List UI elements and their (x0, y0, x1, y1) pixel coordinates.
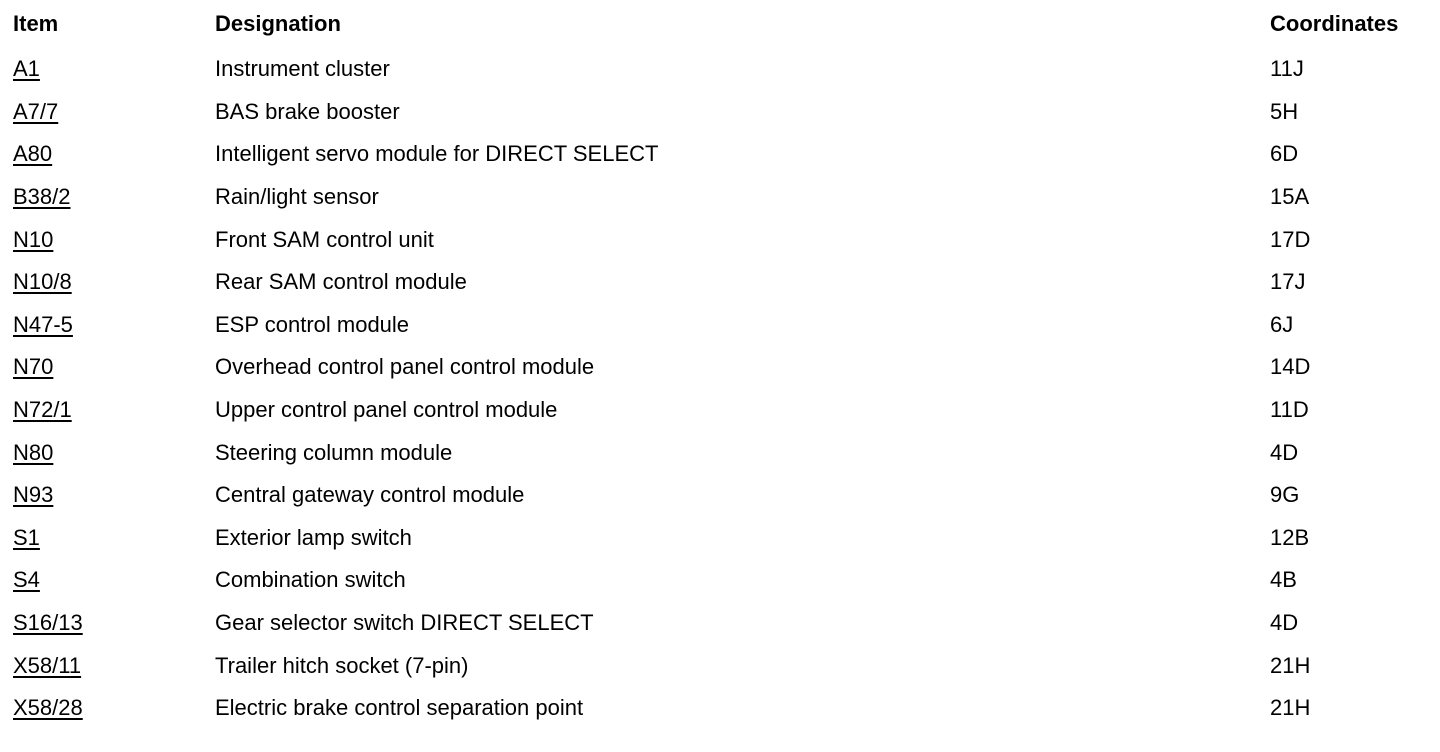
table-row: B38/2 Rain/light sensor 15A (0, 176, 1440, 219)
table-row: S16/13 Gear selector switch DIRECT SELECT… (0, 602, 1440, 645)
designation-cell: ESP control module (215, 311, 410, 337)
designation-cell: Instrument cluster (215, 56, 390, 82)
designation-cell: Trailer hitch socket (7-pin) (215, 652, 469, 678)
designation-cell: Central gateway control module (215, 482, 525, 508)
item-cell: A7/7 (0, 91, 215, 134)
item-cell: N70 (0, 346, 215, 389)
header-item: Item (13, 11, 59, 36)
item-cell: N72/1 (0, 389, 215, 432)
designation-cell: Steering column module (215, 439, 453, 465)
coordinates-cell: 4D (1270, 439, 1299, 465)
table-row: A80 Intelligent servo module for DIRECT S… (0, 133, 1440, 176)
component-legend-table: Item Designation Coordinates A1 Instrumen… (0, 0, 1440, 730)
item-cell: S4 (0, 559, 215, 602)
item-cell: A1 (0, 48, 215, 91)
designation-cell: Combination switch (215, 567, 406, 593)
table-row: A1 Instrument cluster 11J (0, 48, 1440, 91)
item-link[interactable]: A7/7 (13, 98, 59, 124)
table-row: N70 Overhead control panel control module… (0, 346, 1440, 389)
header-row: Item Designation Coordinates (0, 0, 1440, 48)
coordinates-cell: 21H (1270, 695, 1311, 721)
item-link[interactable]: X58/11 (13, 652, 82, 678)
coordinates-cell: 9G (1270, 482, 1300, 508)
header-coordinates: Coordinates (1270, 11, 1399, 36)
item-cell: N93 (0, 474, 215, 517)
table-row: N10 Front SAM control unit 17D (0, 218, 1440, 261)
item-link[interactable]: N93 (13, 482, 54, 508)
item-link[interactable]: N10 (13, 226, 54, 252)
table-row: N47-5 ESP control module 6J (0, 304, 1440, 347)
table-row: X58/28 Electric brake control separation … (0, 687, 1440, 730)
item-cell: S1 (0, 517, 215, 560)
designation-cell: Upper control panel control module (215, 397, 558, 423)
table-row: N72/1 Upper control panel control module 1… (0, 389, 1440, 432)
coordinates-cell: 4B (1270, 567, 1297, 593)
table-row: S1 Exterior lamp switch 12B (0, 517, 1440, 560)
item-link[interactable]: A80 (13, 141, 53, 167)
item-cell: B38/2 (0, 176, 215, 219)
item-link[interactable]: N80 (13, 439, 54, 465)
coordinates-cell: 21H (1270, 652, 1311, 678)
designation-cell: Electric brake control separation point (215, 695, 584, 721)
item-cell: X58/11 (0, 644, 215, 687)
item-link[interactable]: B38/2 (13, 184, 71, 210)
designation-cell: Rain/light sensor (215, 184, 379, 210)
coordinates-cell: 15A (1270, 184, 1310, 210)
coordinates-cell: 4D (1270, 610, 1299, 636)
table-row: N10/8 Rear SAM control module 17J (0, 261, 1440, 304)
coordinates-cell: 12B (1270, 524, 1310, 550)
coordinates-cell: 17D (1270, 226, 1311, 252)
coordinates-cell: 5H (1270, 98, 1299, 124)
designation-cell: Front SAM control unit (215, 226, 434, 252)
table-row: S4 Combination switch 4B (0, 559, 1440, 602)
coordinates-cell: 11J (1270, 56, 1304, 82)
table-row: X58/11 Trailer hitch socket (7-pin) 21H (0, 644, 1440, 687)
coordinates-cell: 17J (1270, 269, 1306, 295)
item-link[interactable]: S4 (13, 567, 40, 593)
item-link[interactable]: S16/13 (13, 610, 83, 636)
item-link[interactable]: N70 (13, 354, 54, 380)
designation-cell: Gear selector switch DIRECT SELECT (215, 610, 594, 636)
coordinates-cell: 6D (1270, 141, 1299, 167)
header-designation: Designation (215, 11, 341, 36)
item-cell: N80 (0, 431, 215, 474)
table-row: N93 Central gateway control module 9G (0, 474, 1440, 517)
coordinates-cell: 6J (1270, 311, 1294, 337)
item-cell: A80 (0, 133, 215, 176)
coordinates-cell: 14D (1270, 354, 1311, 380)
item-link[interactable]: A1 (13, 56, 40, 82)
table-row: A7/7 BAS brake booster 5H (0, 91, 1440, 134)
coordinates-cell: 11D (1270, 397, 1309, 423)
table-header: Item Designation Coordinates (0, 0, 1440, 48)
designation-cell: Intelligent servo module for DIRECT SELE… (215, 141, 659, 167)
item-link[interactable]: N72/1 (13, 397, 72, 423)
item-link[interactable]: S1 (13, 524, 40, 550)
item-cell: N10 (0, 218, 215, 261)
designation-cell: Overhead control panel control module (215, 354, 595, 380)
item-cell: S16/13 (0, 602, 215, 645)
item-link[interactable]: N10/8 (13, 269, 72, 295)
designation-cell: Rear SAM control module (215, 269, 467, 295)
item-cell: X58/28 (0, 687, 215, 730)
table-body: A1 Instrument cluster 11J A7/7 BAS brake boo… (0, 48, 1440, 730)
designation-cell: BAS brake booster (215, 98, 400, 124)
item-cell: N10/8 (0, 261, 215, 304)
item-link[interactable]: X58/28 (13, 695, 83, 721)
item-cell: N47-5 (0, 304, 215, 347)
designation-cell: Exterior lamp switch (215, 524, 412, 550)
item-link[interactable]: N47-5 (13, 311, 73, 337)
table-row: N80 Steering column module 4D (0, 431, 1440, 474)
